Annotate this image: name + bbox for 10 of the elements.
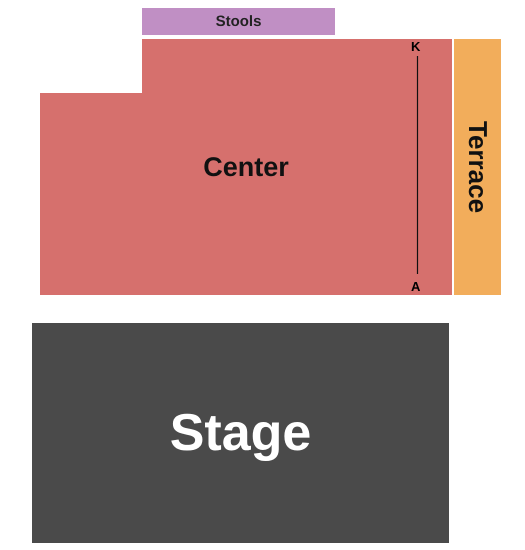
section-name: Stools [216,13,262,30]
seating-section [40,39,452,295]
row-label: K [411,39,420,54]
row-label: A [411,279,420,294]
section-name: Center [203,152,289,182]
section-name: Stage [170,403,312,463]
seating-section [454,39,501,295]
section-name: Terrace [462,120,493,214]
seating-section [142,8,335,35]
stage-area [32,323,449,543]
